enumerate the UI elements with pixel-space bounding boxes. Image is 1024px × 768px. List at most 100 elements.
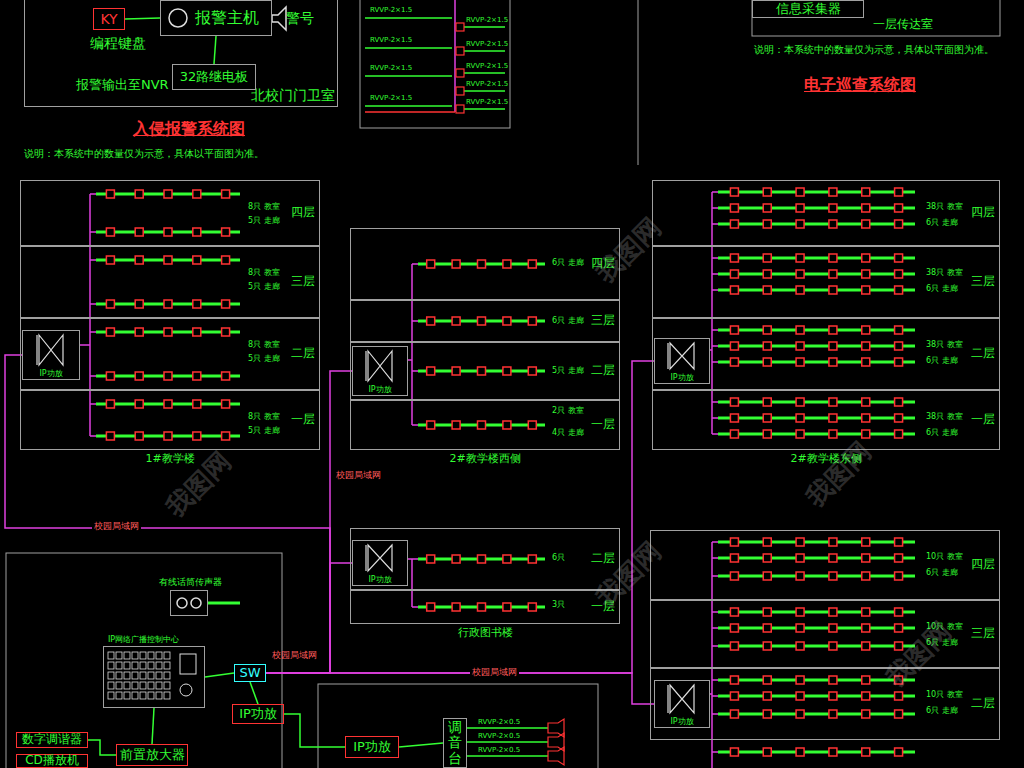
speaker-symbol <box>829 286 837 294</box>
annotation-text: 说明：本系统中的数量仅为示意，具体以平面图为准。 <box>754 44 994 56</box>
rack-slot <box>132 662 138 669</box>
speaker-symbol <box>796 358 804 366</box>
network-cable <box>266 563 352 673</box>
speaker-cable <box>718 627 915 630</box>
speaker-symbol <box>135 228 143 236</box>
speaker-symbol <box>829 342 837 350</box>
speaker-symbol <box>730 270 738 278</box>
rack-slot <box>108 682 114 689</box>
speaker-symbol <box>730 254 738 262</box>
node-label: 行政图书楼 <box>458 627 513 640</box>
speaker-symbol <box>193 432 201 440</box>
branch-line <box>90 375 96 377</box>
speaker-symbol <box>763 286 771 294</box>
speaker-symbol <box>895 538 903 546</box>
annotation-text: 警号 <box>286 10 314 26</box>
annotation-text: RVVP-2×1.5 <box>370 94 412 102</box>
rack-slot <box>116 672 122 679</box>
rack-slot <box>140 672 146 679</box>
diagram-title: 电子巡查系统图 <box>804 76 916 94</box>
speaker-symbol <box>796 286 804 294</box>
speaker-symbol <box>862 342 870 350</box>
rack-slot <box>116 662 122 669</box>
rack-slot <box>132 652 138 659</box>
speaker-symbol <box>796 642 804 650</box>
speaker-symbol <box>193 256 201 264</box>
node-label: 二层 <box>591 364 615 378</box>
speaker-symbol <box>427 367 435 375</box>
node-label: IP功放 <box>353 740 391 755</box>
diagram-title: 入侵报警系统图 <box>133 120 245 138</box>
speaker-cable <box>718 557 915 560</box>
speaker-cable <box>718 751 915 754</box>
speaker-symbol <box>478 317 486 325</box>
rack-slot <box>116 692 122 699</box>
node-label: KY <box>100 11 117 27</box>
amplifier-box: IP功放 <box>345 736 399 758</box>
node-label: 信息采集器 <box>776 2 841 17</box>
speaker-symbol <box>427 555 435 563</box>
speaker-symbol <box>503 421 511 429</box>
node-label: IP功放 <box>368 385 391 394</box>
speaker-symbol <box>478 367 486 375</box>
speaker-cable <box>718 361 915 364</box>
annotation-text: RVVP-2×0.5 <box>478 718 520 726</box>
node-label: SW <box>239 666 260 681</box>
network-label: 校园局域网 <box>334 470 383 480</box>
speaker-symbol <box>503 317 511 325</box>
annotation-text: 6只 走廊 <box>926 706 958 715</box>
speaker-symbol <box>730 188 738 196</box>
network-label: 校园局域网 <box>470 667 519 677</box>
speaker-symbol <box>796 692 804 700</box>
speaker-symbol <box>796 414 804 422</box>
branch-line <box>712 329 718 331</box>
speaker-symbol <box>829 710 837 718</box>
speaker-symbol <box>452 555 460 563</box>
speaker-symbol <box>106 190 114 198</box>
branch-line <box>712 273 718 275</box>
speaker-symbol <box>164 256 172 264</box>
speaker-cable <box>718 223 915 226</box>
feed-line <box>458 90 505 92</box>
speaker-symbol <box>763 642 771 650</box>
floor-band: 二层IP功放 <box>350 528 620 590</box>
speaker-symbol <box>862 608 870 616</box>
cd-player-box: CD播放机 <box>16 754 88 768</box>
annotation-text: 8只 教室 <box>248 202 280 211</box>
rack-slot <box>148 682 154 689</box>
node-label: 前置放大器 <box>120 748 185 763</box>
annotation-text: 8只 教室 <box>248 340 280 349</box>
floor-band: 四层 <box>20 180 320 246</box>
speaker-symbol <box>862 572 870 580</box>
speaker-symbol <box>829 326 837 334</box>
rack-slot <box>116 652 122 659</box>
amplifier-box: IP功放 <box>654 338 710 384</box>
node-label: IP功放 <box>368 575 391 584</box>
speaker-symbol <box>478 421 486 429</box>
speaker-symbol <box>730 554 738 562</box>
speaker-symbol <box>763 624 771 632</box>
speaker-symbol <box>135 400 143 408</box>
speaker-symbol <box>829 254 837 262</box>
speaker-cable <box>718 417 915 420</box>
speaker-cable <box>718 541 915 544</box>
speaker-symbol <box>427 421 435 429</box>
speaker-symbol <box>895 326 903 334</box>
speaker-symbol <box>452 603 460 611</box>
rack-slot <box>156 652 162 659</box>
speaker-symbol <box>427 603 435 611</box>
speaker-symbol <box>829 538 837 546</box>
rack-slot <box>140 692 146 699</box>
watermark: 我图网 <box>801 437 877 513</box>
annotation-text: 2只 教室 <box>552 406 584 415</box>
speaker-symbol <box>763 414 771 422</box>
speaker-symbol <box>763 676 771 684</box>
speaker-symbol <box>730 676 738 684</box>
speaker-symbol <box>730 286 738 294</box>
annotation-text: 10只 教室 <box>926 690 963 699</box>
annotation-text: 8只 教室 <box>248 268 280 277</box>
speaker-symbol <box>862 254 870 262</box>
node-label: 二层 <box>971 697 995 711</box>
speaker-symbol <box>222 190 230 198</box>
